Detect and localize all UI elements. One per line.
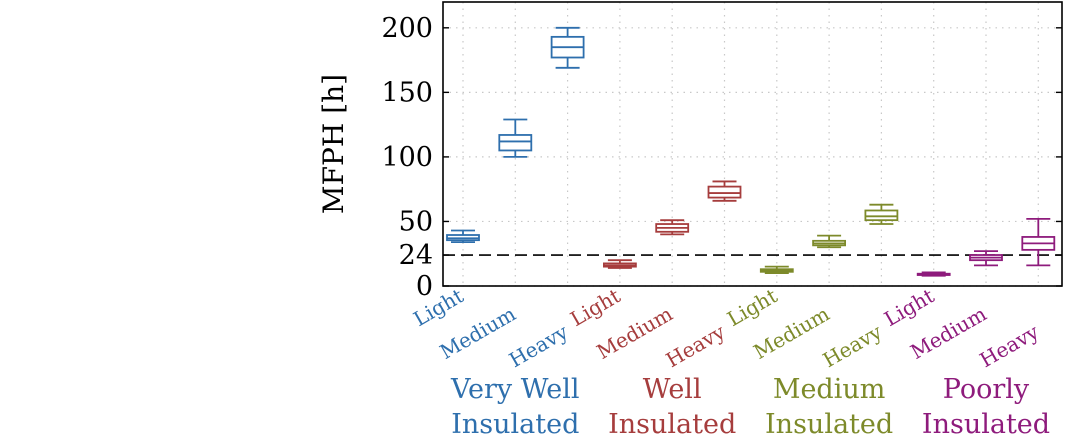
box-plot-light — [446, 229, 480, 244]
box-iqr — [498, 134, 533, 152]
x-axis-tick-labels: LightMediumHeavyLightMediumHeavyLightMed… — [409, 284, 1043, 373]
x-tick-label: Heavy — [662, 319, 730, 372]
box-iqr — [707, 185, 742, 199]
y-tick-label: 100 — [381, 142, 433, 173]
box-plot-medium — [812, 234, 846, 249]
grid-lines — [443, 2, 1062, 287]
box-plot-heavy — [864, 203, 899, 225]
plot-frame — [442, 1, 1063, 287]
y-axis-label: MFPH [h] — [317, 74, 350, 214]
x-tick-label: Light — [880, 284, 938, 331]
x-tick-label: Light — [566, 284, 624, 331]
box-plot-medium — [655, 219, 690, 236]
boxes — [446, 26, 1056, 277]
y-tick-label: 0 — [416, 271, 433, 302]
box-plot-light — [916, 271, 951, 277]
box-plot-heavy — [1021, 217, 1056, 267]
box-plot-heavy — [550, 26, 585, 69]
group-label: Insulated — [608, 409, 736, 440]
x-tick-label: Heavy — [505, 319, 573, 372]
box-plot-light — [603, 259, 637, 269]
x-tick-label: Heavy — [819, 319, 887, 372]
box-plot-medium — [498, 118, 533, 158]
box-plot-medium — [969, 250, 1003, 267]
group-label: Poorly — [943, 374, 1030, 405]
group-label: Well — [643, 374, 702, 405]
box-plot-light — [759, 265, 794, 274]
y-tick-label: 200 — [381, 13, 433, 44]
y-tick-label: 150 — [381, 77, 433, 108]
box-iqr — [864, 209, 899, 222]
box-plot-heavy — [707, 180, 742, 202]
group-label: Insulated — [451, 409, 579, 440]
group-label: Very Well — [450, 374, 580, 405]
y-tick-label: 24 — [399, 240, 433, 271]
group-label: Medium — [773, 374, 886, 405]
x-tick-label: Heavy — [976, 319, 1044, 372]
group-label: Insulated — [765, 409, 893, 440]
y-tick-label: 50 — [399, 206, 433, 237]
x-tick-label: Light — [723, 284, 781, 331]
group-label: Insulated — [922, 409, 1050, 440]
